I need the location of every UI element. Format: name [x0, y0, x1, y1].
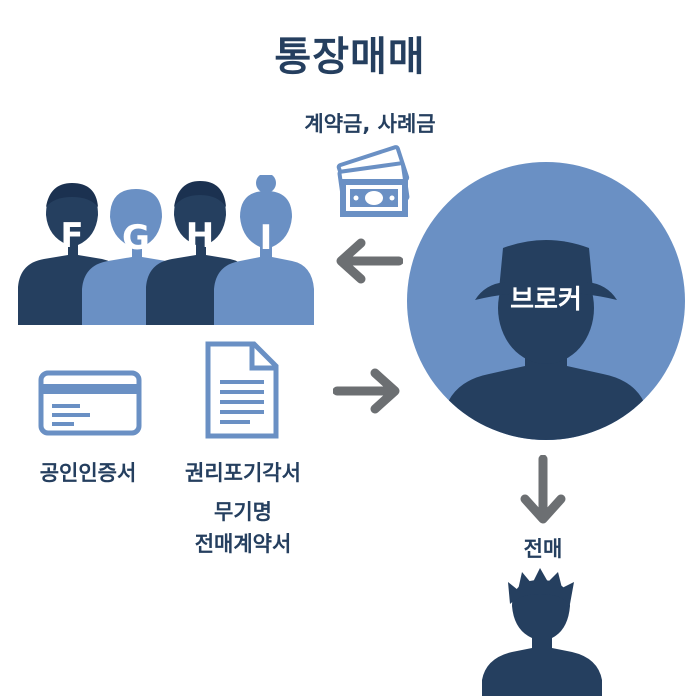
broker-figure: 브로커: [407, 162, 685, 440]
person-letter: H: [186, 216, 214, 256]
customer-group: F G H I: [18, 175, 314, 325]
contract-label-line2: 전매계약서: [194, 532, 292, 556]
rights-waiver-label: 권리포기각서: [185, 461, 301, 485]
contract-label-line1: 무기명: [214, 500, 272, 524]
person-letter: I: [260, 218, 273, 258]
certificate-label: 공인인증서: [39, 461, 137, 485]
arrow-left-icon: [336, 238, 403, 284]
buyer-person-icon: [482, 568, 602, 696]
page-title: 통장매매: [274, 34, 426, 80]
broker-label: 브로커: [510, 285, 582, 315]
money-icon: [336, 145, 410, 217]
certificate-card-icon: [38, 370, 142, 436]
arrow-down-icon: [520, 455, 566, 524]
document-icon: [205, 341, 279, 439]
resale-label: 전매: [523, 537, 563, 561]
person-letter: F: [60, 216, 83, 256]
person-i: [214, 175, 314, 325]
person-letter: G: [122, 218, 150, 258]
money-label: 계약금, 사례금: [304, 112, 436, 136]
arrow-right-icon: [333, 368, 400, 414]
